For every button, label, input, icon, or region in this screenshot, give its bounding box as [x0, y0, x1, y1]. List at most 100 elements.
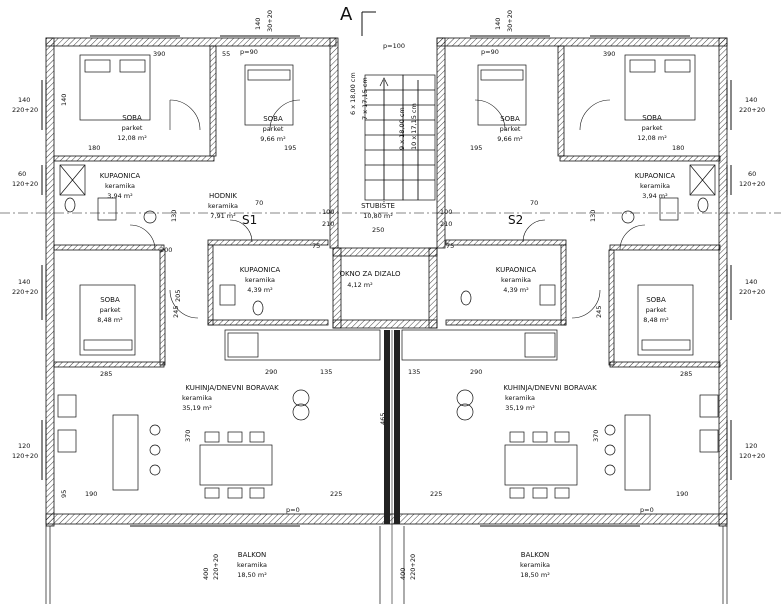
svg-text:keramika: keramika — [105, 182, 135, 190]
room-soba-ml: SOBA parket 8,48 m² — [97, 296, 123, 324]
ceiling-light-icon — [292, 389, 474, 421]
svg-text:370: 370 — [592, 430, 600, 442]
svg-text:30+20: 30+20 — [506, 10, 514, 32]
svg-text:60: 60 — [18, 170, 26, 178]
svg-text:370: 370 — [184, 430, 192, 442]
svg-text:400: 400 — [399, 568, 407, 580]
svg-text:135: 135 — [320, 368, 332, 376]
svg-text:keramika: keramika — [237, 561, 267, 569]
svg-text:4,39 m²: 4,39 m² — [247, 286, 273, 294]
svg-text:keramika: keramika — [208, 202, 238, 210]
svg-text:keramika: keramika — [505, 394, 535, 402]
svg-text:parket: parket — [500, 125, 521, 133]
svg-text:SOBA: SOBA — [646, 296, 666, 304]
dimension-labels: 390 55 p=90 p=90 p=100 390 140 220+20 60… — [12, 10, 765, 580]
svg-text:205: 205 — [174, 290, 182, 302]
svg-text:70: 70 — [255, 199, 263, 207]
svg-text:KUPAONICA: KUPAONICA — [100, 172, 141, 180]
svg-text:390: 390 — [153, 50, 165, 58]
svg-text:p=100: p=100 — [383, 42, 405, 50]
svg-text:12,08 m²: 12,08 m² — [117, 134, 147, 142]
svg-text:220+20: 220+20 — [12, 288, 38, 296]
svg-text:220+20: 220+20 — [212, 554, 220, 580]
unit-label-s1: S1 — [242, 213, 257, 227]
svg-text:130: 130 — [170, 210, 178, 222]
svg-text:p=0: p=0 — [640, 506, 654, 514]
svg-text:parket: parket — [122, 124, 143, 132]
svg-text:120: 120 — [745, 442, 757, 450]
svg-text:3,94 m²: 3,94 m² — [642, 192, 668, 200]
svg-text:120+20: 120+20 — [739, 180, 765, 188]
svg-text:95: 95 — [60, 490, 68, 498]
svg-text:140: 140 — [254, 18, 262, 30]
dining-table-icon — [112, 414, 651, 499]
room-kupaonica-tr: KUPAONICA keramika 3,94 m² — [635, 172, 676, 200]
svg-text:120+20: 120+20 — [12, 452, 38, 460]
stair-icon — [364, 74, 436, 201]
svg-text:8,48 m²: 8,48 m² — [643, 316, 669, 324]
svg-text:140: 140 — [745, 96, 757, 104]
svg-text:30+20: 30+20 — [266, 10, 274, 32]
svg-text:100: 100 — [440, 208, 452, 216]
svg-text:KUHINJA/DNEVNI BORAVAK: KUHINJA/DNEVNI BORAVAK — [185, 384, 279, 392]
room-kupaonica-mr: KUPAONICA keramika 4,39 m² — [496, 266, 537, 294]
room-hodnik: HODNIK keramika 7,91 m² — [208, 192, 238, 220]
svg-text:190: 190 — [85, 490, 97, 498]
svg-text:HODNIK: HODNIK — [209, 192, 237, 200]
room-soba-tr: SOBA parket 12,08 m² — [637, 114, 667, 142]
svg-text:120+20: 120+20 — [739, 452, 765, 460]
room-balkon-l: BALKON keramika 18,50 m² — [237, 551, 267, 579]
svg-text:parket: parket — [642, 124, 663, 132]
svg-text:195: 195 — [284, 144, 296, 152]
svg-text:p=90: p=90 — [481, 48, 499, 56]
svg-text:BALKON: BALKON — [238, 551, 266, 559]
svg-text:KUPAONICA: KUPAONICA — [496, 266, 537, 274]
svg-text:keramika: keramika — [182, 394, 212, 402]
svg-text:210: 210 — [440, 220, 452, 228]
door-swing-icon — [129, 99, 646, 319]
svg-text:140: 140 — [745, 278, 757, 286]
svg-text:3,94 m²: 3,94 m² — [107, 192, 133, 200]
svg-text:140: 140 — [18, 278, 30, 286]
svg-text:120: 120 — [18, 442, 30, 450]
svg-text:parket: parket — [646, 306, 667, 314]
svg-text:SOBA: SOBA — [500, 115, 520, 123]
svg-text:60: 60 — [748, 170, 756, 178]
svg-text:200: 200 — [160, 246, 172, 254]
svg-text:STUBIŠTE: STUBIŠTE — [361, 201, 395, 210]
svg-text:220+20: 220+20 — [739, 106, 765, 114]
svg-text:285: 285 — [100, 370, 112, 378]
shower-icon — [59, 164, 716, 196]
room-kupaonica-ml: KUPAONICA keramika 4,39 m² — [240, 266, 281, 294]
svg-text:keramika: keramika — [520, 561, 550, 569]
balcony-rails — [45, 526, 728, 604]
svg-text:parket: parket — [263, 125, 284, 133]
svg-text:465: 465 — [379, 413, 387, 425]
svg-text:12,08 m²: 12,08 m² — [637, 134, 667, 142]
room-soba-tl: SOBA parket 12,08 m² — [117, 114, 147, 142]
svg-text:9 x 18,00 cm: 9 x 18,00 cm — [398, 107, 406, 150]
svg-text:OKNO ZA DIZALO: OKNO ZA DIZALO — [339, 270, 401, 278]
svg-text:220+20: 220+20 — [739, 288, 765, 296]
svg-text:keramika: keramika — [501, 276, 531, 284]
svg-text:7 x 17,15 cm: 7 x 17,15 cm — [361, 77, 369, 120]
svg-text:220+20: 220+20 — [409, 554, 417, 580]
room-stubiste: STUBIŠTE 10,80 m² — [361, 201, 395, 220]
svg-text:75: 75 — [312, 242, 320, 250]
windows — [41, 35, 732, 527]
svg-text:245: 245 — [595, 306, 603, 318]
section-label: A — [340, 4, 353, 25]
sink-icon — [97, 197, 679, 306]
svg-text:140: 140 — [18, 96, 30, 104]
room-soba-tc2: SOBA parket 9,66 m² — [497, 115, 523, 143]
svg-text:100: 100 — [322, 208, 334, 216]
room-kuhinja-r: KUHINJA/DNEVNI BORAVAK keramika 35,19 m² — [503, 384, 597, 412]
svg-text:8,48 m²: 8,48 m² — [97, 316, 123, 324]
svg-text:18,50 m²: 18,50 m² — [237, 571, 267, 579]
svg-text:p=90: p=90 — [240, 48, 258, 56]
bed-icon — [79, 54, 696, 356]
svg-text:225: 225 — [430, 490, 442, 498]
svg-text:KUHINJA/DNEVNI BORAVAK: KUHINJA/DNEVNI BORAVAK — [503, 384, 597, 392]
svg-text:BALKON: BALKON — [521, 551, 549, 559]
